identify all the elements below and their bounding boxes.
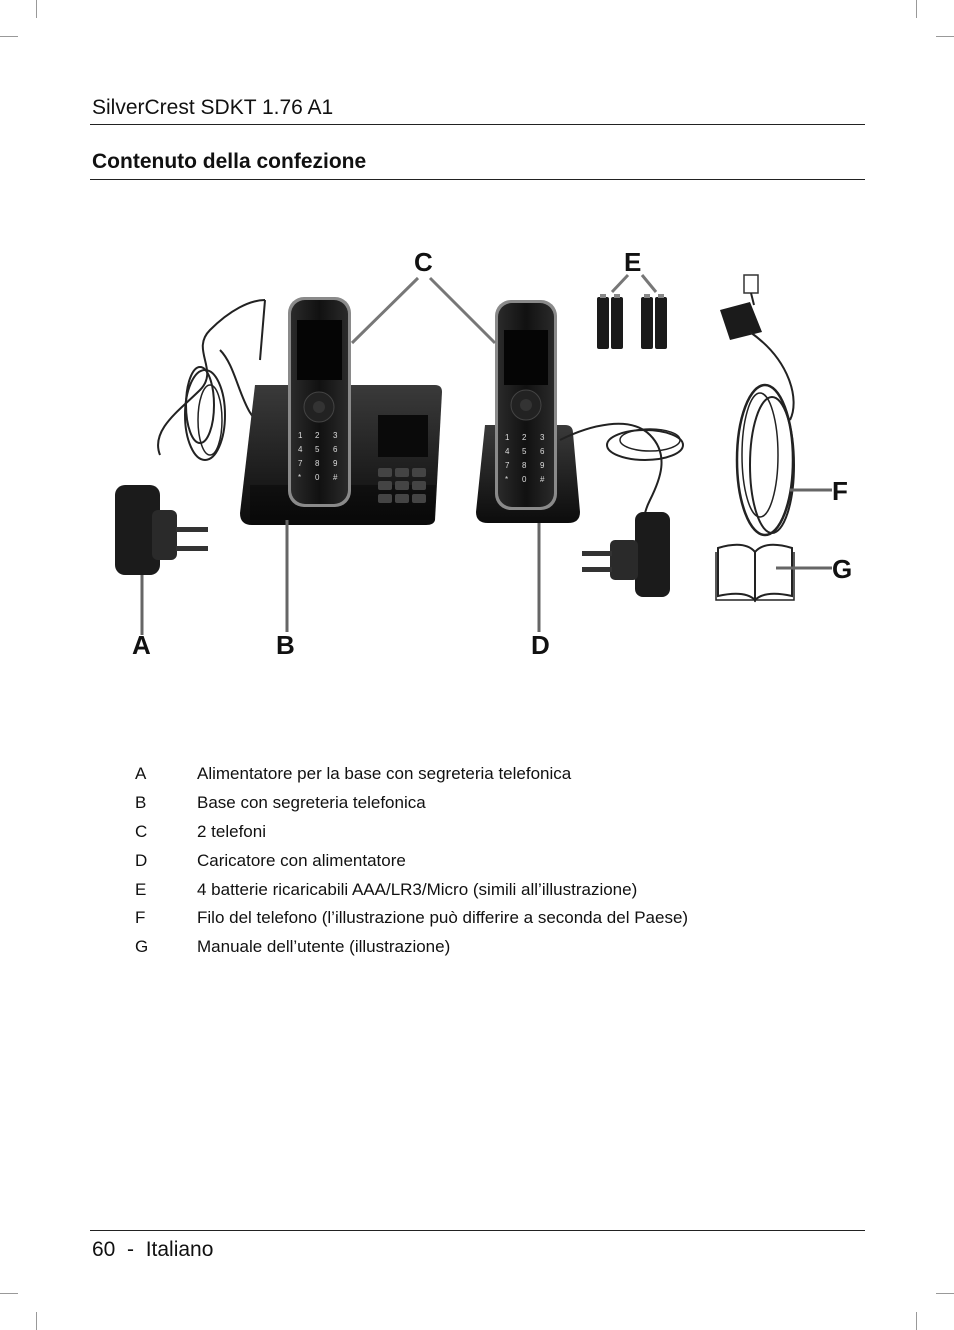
crop-mark	[936, 36, 954, 37]
legend-item: F Filo del telefono (l’illustrazione può…	[135, 904, 855, 933]
package-contents-illustration: 1 2 3 4 5 6 7 8 9 * 0 # 1 2 3 4 5 6 7 8 9 * 0 #	[90, 240, 870, 670]
svg-text:6: 6	[333, 445, 338, 454]
svg-text:7: 7	[298, 459, 303, 468]
legend-text: Caricatore con alimentatore	[197, 851, 406, 871]
svg-text:2: 2	[522, 433, 527, 442]
crop-mark	[0, 36, 18, 37]
svg-text:6: 6	[540, 447, 545, 456]
legend-text: Base con segreteria telefonica	[197, 793, 426, 813]
svg-text:3: 3	[333, 431, 338, 440]
figure-label-g: G	[832, 554, 852, 584]
legend-item: B Base con segreteria telefonica	[135, 789, 855, 818]
legend-text: Alimentatore per la base con segreteria …	[197, 764, 571, 784]
footer-separator: -	[127, 1238, 134, 1261]
figure-label-c: C	[414, 247, 433, 277]
svg-text:9: 9	[540, 461, 545, 470]
svg-text:2: 2	[315, 431, 320, 440]
legend-letter: B	[135, 793, 197, 813]
telephone-cable-f	[720, 275, 832, 535]
crop-mark	[936, 1293, 954, 1294]
legend-item: G Manuale dell’utente (illustrazione)	[135, 933, 855, 962]
crop-mark	[36, 0, 37, 18]
legend-letter: E	[135, 880, 197, 900]
figure-label-e: E	[624, 247, 641, 277]
handset-2: 1 2 3 4 5 6 7 8 9 * 0 #	[495, 300, 557, 510]
legend-text: Manuale dell’utente (illustrazione)	[197, 937, 450, 957]
legend-item: D Caricatore con alimentatore	[135, 846, 855, 875]
page-number: 60	[92, 1238, 115, 1261]
legend-item: A Alimentatore per la base con segreteri…	[135, 760, 855, 789]
footer-language: Italiano	[146, 1238, 214, 1261]
label-c-leaders	[352, 278, 495, 343]
legend-text: Filo del telefono (l’illustrazione può d…	[197, 908, 688, 928]
svg-text:*: *	[505, 475, 508, 484]
svg-text:1: 1	[298, 431, 303, 440]
legend-letter: A	[135, 764, 197, 784]
svg-text:#: #	[540, 475, 545, 484]
legend-letter: C	[135, 822, 197, 842]
svg-text:3: 3	[540, 433, 545, 442]
handset-1: 1 2 3 4 5 6 7 8 9 * 0 #	[288, 297, 351, 507]
legend-item: C 2 telefoni	[135, 818, 855, 847]
legend-text: 2 telefoni	[197, 822, 266, 842]
header-rule	[90, 124, 865, 125]
legend-letter: F	[135, 908, 197, 928]
section-rule	[90, 179, 865, 180]
crop-mark	[36, 1312, 37, 1330]
page-footer: 60 - Italiano	[92, 1238, 213, 1262]
figure-label-a: A	[132, 630, 151, 660]
manual-g	[716, 545, 832, 600]
svg-text:5: 5	[522, 447, 527, 456]
legend-text: 4 batterie ricaricabili AAA/LR3/Micro (s…	[197, 880, 637, 900]
svg-text:9: 9	[333, 459, 338, 468]
svg-text:7: 7	[505, 461, 510, 470]
figure-label-f: F	[832, 476, 848, 506]
svg-text:8: 8	[315, 459, 320, 468]
footer-rule	[90, 1230, 865, 1231]
svg-text:5: 5	[315, 445, 320, 454]
legend-item: E 4 batterie ricaricabili AAA/LR3/Micro …	[135, 875, 855, 904]
svg-text:4: 4	[505, 447, 510, 456]
legend-letter: D	[135, 851, 197, 871]
svg-text:0: 0	[315, 473, 320, 482]
svg-text:*: *	[298, 473, 301, 482]
crop-mark	[916, 1312, 917, 1330]
svg-text:#: #	[333, 473, 338, 482]
running-header: SilverCrest SDKT 1.76 A1	[92, 96, 333, 120]
legend-letter: G	[135, 937, 197, 957]
crop-mark	[0, 1293, 18, 1294]
figure-label-d: D	[531, 630, 550, 660]
svg-text:8: 8	[522, 461, 527, 470]
section-title: Contenuto della confezione	[92, 150, 366, 174]
svg-text:0: 0	[522, 475, 527, 484]
crop-mark	[916, 0, 917, 18]
figure-label-b: B	[276, 630, 295, 660]
svg-text:1: 1	[505, 433, 510, 442]
svg-text:4: 4	[298, 445, 303, 454]
contents-legend: A Alimentatore per la base con segreteri…	[135, 760, 855, 962]
batteries-e	[597, 275, 667, 349]
